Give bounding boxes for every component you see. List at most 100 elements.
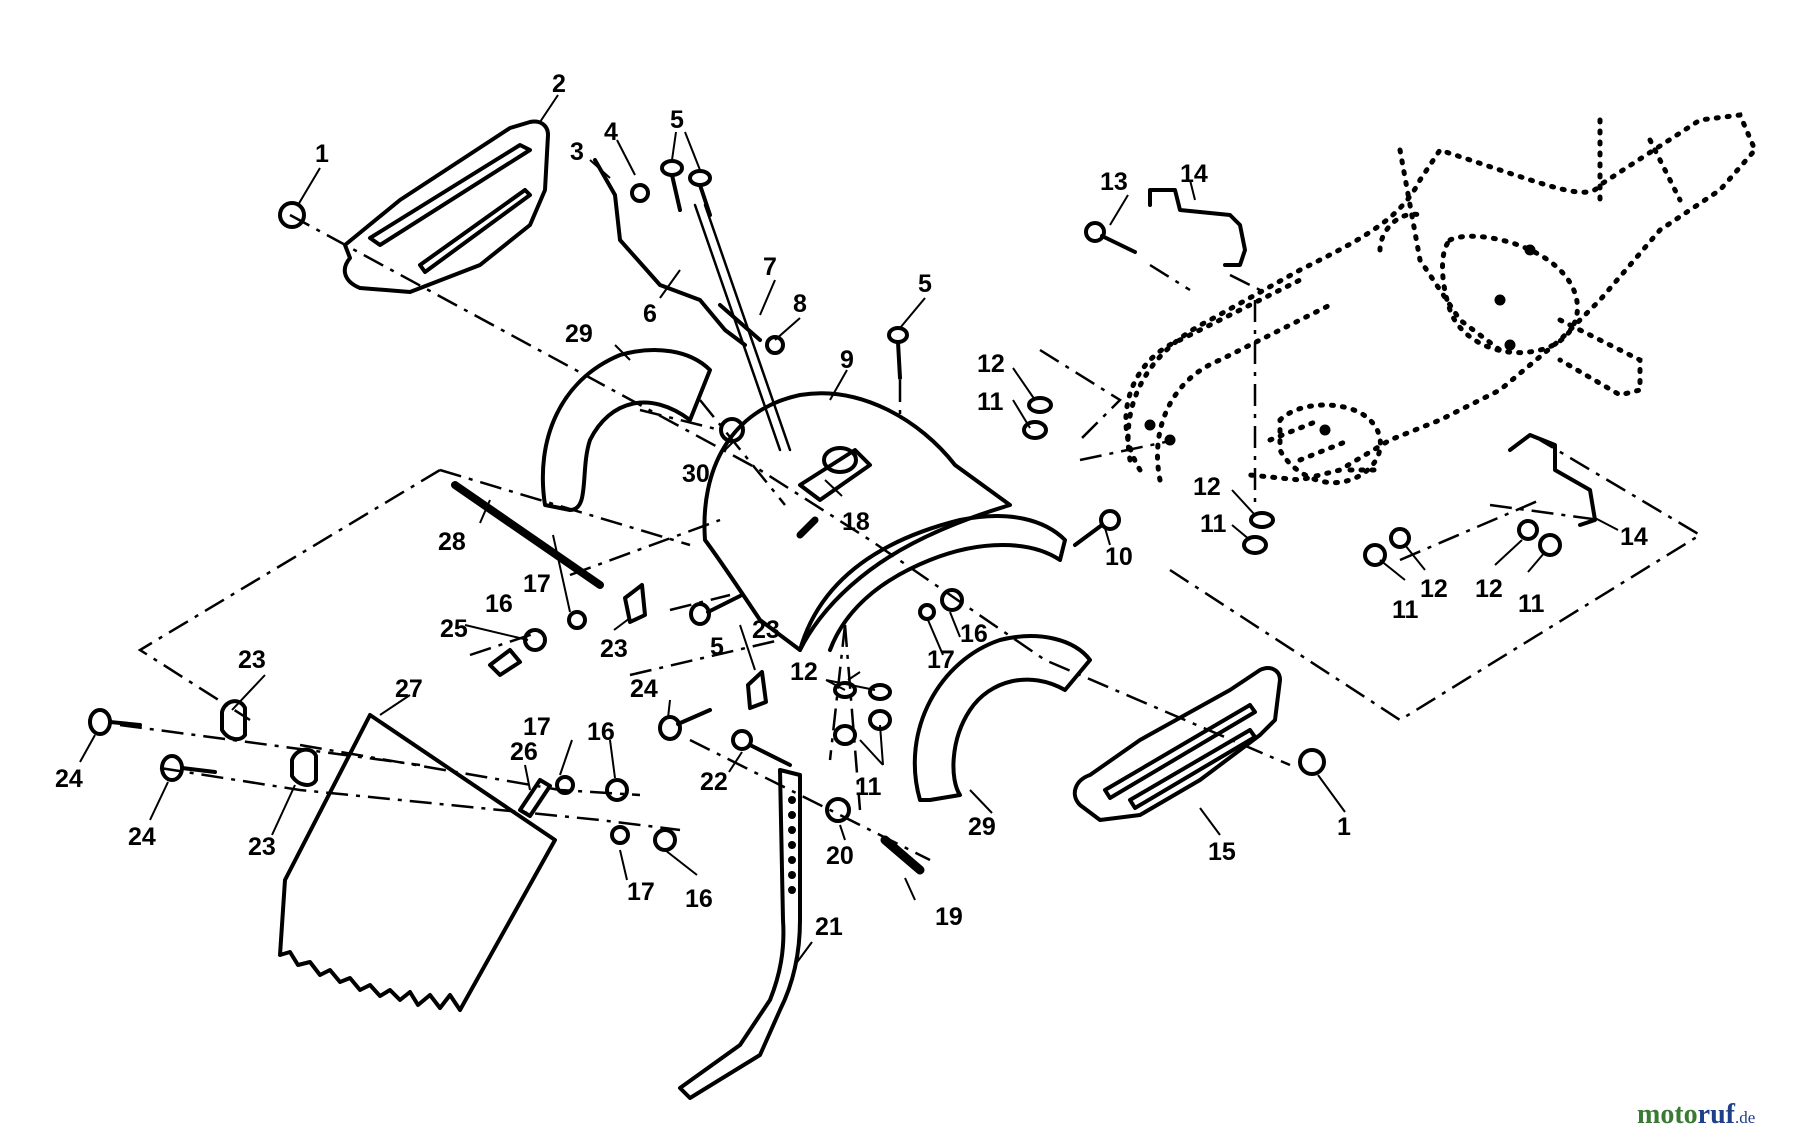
washer-17-d (610, 825, 630, 845)
callout-13: 13 (1100, 168, 1128, 196)
depth-stake-21 (678, 768, 802, 1100)
callout-16: 16 (685, 885, 713, 913)
watermark-tld: .de (1735, 1108, 1755, 1127)
callout-21: 21 (815, 913, 843, 941)
callout-24: 24 (128, 823, 156, 851)
side-shield-left (342, 119, 550, 294)
nut-16-b (940, 588, 964, 612)
callout-20: 20 (826, 842, 854, 870)
rod-28 (451, 481, 604, 589)
washer-12-c (1389, 527, 1411, 549)
bolt-5-a (660, 159, 684, 212)
callout-12: 12 (1420, 575, 1448, 603)
callout-numbers: 1 1 2 3 4 5 5 5 5 6 7 8 9 10 11 11 11 11… (55, 70, 1648, 941)
callout-12: 12 (1475, 575, 1503, 603)
bolt-5-b (688, 169, 712, 217)
watermark-logo: motoruf.de (1637, 1099, 1755, 1130)
washer-17-b (918, 603, 936, 621)
callout-28: 28 (438, 528, 466, 556)
nut-16-d (653, 828, 677, 852)
nut-1-left (278, 201, 306, 229)
clip-4 (630, 183, 650, 203)
callout-11: 11 (1200, 510, 1227, 538)
transmission-housing-outline (1123, 112, 1758, 486)
washer-12-b (1249, 511, 1275, 529)
pin-18 (796, 516, 819, 539)
nut-11-d (1538, 533, 1562, 557)
bolt-22 (731, 729, 792, 767)
washer-12-d (1517, 519, 1539, 541)
callout-24: 24 (55, 765, 83, 793)
bolt-24-c (160, 754, 217, 782)
washer-17-a (567, 610, 587, 630)
bracket-14-upper (1148, 188, 1247, 267)
bolts (88, 159, 1137, 782)
watermark-text: motoruf.de (1637, 1099, 1755, 1130)
bolt-10 (1073, 509, 1121, 547)
nuts-and-washers (278, 183, 1562, 875)
callout-29: 29 (968, 813, 996, 841)
callout-9: 9 (840, 346, 854, 374)
watermark-brand-ruf: ruf (1698, 1099, 1736, 1130)
callout-26: 26 (510, 738, 538, 766)
pin-19 (880, 835, 925, 875)
callout-19: 19 (935, 903, 963, 931)
callout-11: 11 (1392, 596, 1419, 624)
callout-23: 23 (600, 635, 628, 663)
callout-6: 6 (643, 300, 657, 328)
callout-27: 27 (395, 675, 423, 703)
callout-12: 12 (790, 658, 818, 686)
callout-16: 16 (485, 590, 513, 618)
nut-20 (825, 797, 851, 823)
callout-8: 8 (793, 290, 807, 318)
callout-23: 23 (238, 646, 266, 674)
callout-10: 10 (1105, 543, 1133, 571)
side-shield-right (1072, 666, 1282, 822)
callout-5: 5 (710, 633, 724, 661)
callout-25: 25 (440, 615, 468, 643)
nut-11-e (833, 724, 857, 746)
callout-16: 16 (587, 718, 615, 746)
callout-15: 15 (1208, 838, 1236, 866)
callout-2: 2 (552, 70, 566, 98)
callout-17: 17 (927, 646, 955, 674)
bracket-14-lower (1508, 433, 1597, 527)
washer-12-a (1027, 396, 1053, 414)
callout-24: 24 (630, 675, 658, 703)
callout-29: 29 (565, 320, 593, 348)
callout-3: 3 (570, 138, 584, 166)
callout-5: 5 (918, 270, 932, 298)
flap-29-lower (912, 634, 1092, 802)
nut-8 (765, 335, 785, 355)
callout-leaders (79, 94, 1619, 966)
callout-1: 1 (1337, 813, 1351, 841)
pin-26 (518, 778, 552, 818)
callout-12: 12 (977, 350, 1005, 378)
callout-22: 22 (700, 768, 728, 796)
callout-7: 7 (763, 253, 777, 281)
watermark-brand-moto: moto (1637, 1099, 1698, 1130)
tiller-hood-9 (702, 391, 1067, 652)
nut-11-c (1363, 543, 1387, 567)
clips-23 (220, 583, 768, 787)
callout-17: 17 (523, 570, 551, 598)
bolt-24-b (88, 708, 142, 736)
callout-5: 5 (670, 106, 684, 134)
callout-23: 23 (752, 616, 780, 644)
callout-30: 30 (682, 460, 710, 488)
callout-11: 11 (855, 773, 882, 801)
callout-12: 12 (1193, 473, 1221, 501)
callout-16: 16 (960, 620, 988, 648)
bolt-5-d (689, 594, 742, 626)
washer-12-f (868, 683, 892, 701)
callout-17: 17 (627, 878, 655, 906)
callout-14: 14 (1180, 160, 1208, 188)
nut-16-c (605, 778, 629, 802)
nut-11-b (1242, 535, 1268, 555)
callout-11: 11 (1518, 590, 1545, 618)
bolt-13 (1084, 221, 1137, 254)
callout-17: 17 (523, 713, 551, 741)
callout-1: 1 (315, 140, 329, 168)
washer-17-c (555, 775, 575, 795)
